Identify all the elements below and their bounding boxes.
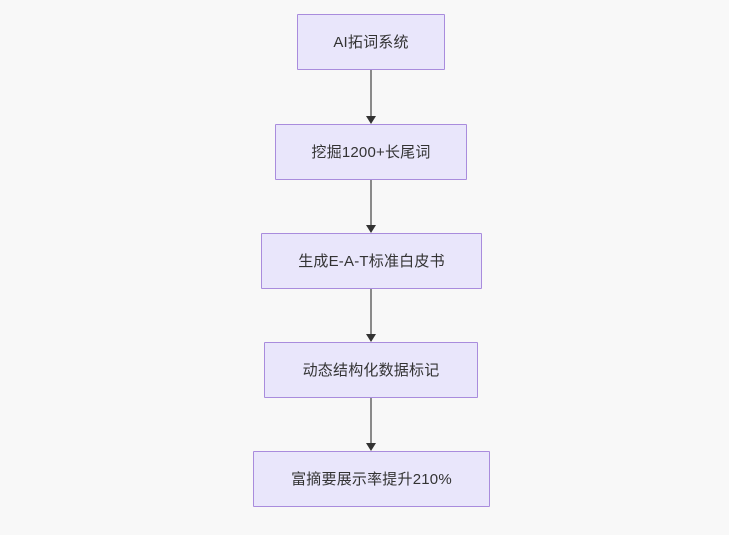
edge-line xyxy=(370,70,372,116)
flow-node-generate-eat-whitepaper[interactable]: 生成E-A-T标准白皮书 xyxy=(261,233,482,289)
flow-node-dynamic-structured-data-markup[interactable]: 动态结构化数据标记 xyxy=(264,342,478,398)
flow-node-label: 挖掘1200+长尾词 xyxy=(311,143,431,161)
edge-line xyxy=(370,180,372,225)
arrowhead-icon xyxy=(366,116,376,124)
flow-node-mine-longtail-keywords[interactable]: 挖掘1200+长尾词 xyxy=(275,124,467,180)
flow-node-label: 富摘要展示率提升210% xyxy=(291,470,452,488)
flow-node-rich-snippet-impression-uplift[interactable]: 富摘要展示率提升210% xyxy=(253,451,490,507)
flow-node-label: 动态结构化数据标记 xyxy=(302,361,440,379)
arrowhead-icon xyxy=(366,334,376,342)
flow-node-ai-keyword-system[interactable]: AI拓词系统 xyxy=(297,14,445,70)
edge-line xyxy=(370,398,372,443)
arrowhead-icon xyxy=(366,443,376,451)
flow-node-label: 生成E-A-T标准白皮书 xyxy=(298,252,445,270)
arrowhead-icon xyxy=(366,225,376,233)
flow-node-label: AI拓词系统 xyxy=(333,33,409,51)
edge-line xyxy=(370,289,372,334)
